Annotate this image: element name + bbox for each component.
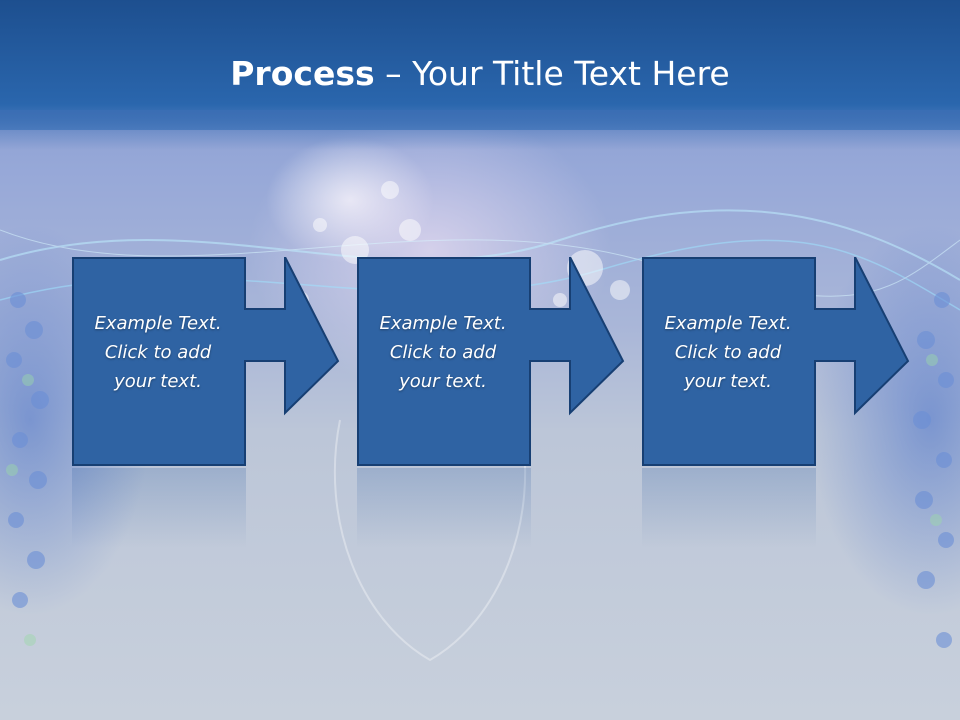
step-reflection [357,468,531,548]
step-text: Example Text. Click to add your text. [642,309,814,396]
title-bar [0,0,960,150]
step-text-line-2: Click to add [389,342,497,363]
step-text-line-1: Example Text. [379,313,507,334]
step-text: Example Text. Click to add your text. [357,309,529,396]
step-reflection [642,468,816,548]
step-text-line-2: Click to add [104,342,212,363]
step-text-line-3: your text. [684,371,772,392]
step-arrow-shape [357,257,625,466]
step-text-line-2: Click to add [674,342,782,363]
step-text-line-3: your text. [399,371,487,392]
process-step-3[interactable]: Example Text. Click to add your text. [642,257,910,466]
title-bold: Process [230,54,375,93]
title-rest: – Your Title Text Here [374,54,730,93]
step-text-line-3: your text. [114,371,202,392]
process-step-1[interactable]: Example Text. Click to add your text. [72,257,340,466]
slide-title[interactable]: Process – Your Title Text Here [0,52,960,96]
step-text-line-1: Example Text. [94,313,222,334]
step-text-line-1: Example Text. [664,313,792,334]
process-step-2[interactable]: Example Text. Click to add your text. [357,257,625,466]
step-arrow-shape [72,257,340,466]
step-arrow-shape [642,257,910,466]
step-text: Example Text. Click to add your text. [72,309,244,396]
step-reflection [72,468,246,548]
